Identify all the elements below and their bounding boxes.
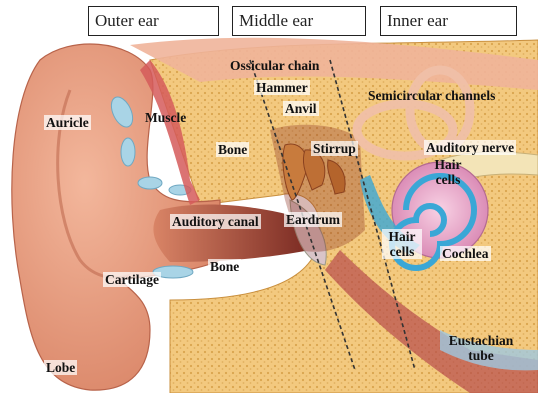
label-hammer: Hammer [254,80,310,95]
label-eustachian-tube: Eustachian tube [446,333,516,363]
middle-ear-header: Middle ear [232,6,366,36]
label-cartilage: Cartilage [103,272,161,287]
outer-ear-header: Outer ear [88,6,219,36]
label-anvil: Anvil [283,101,319,116]
label-bone-lower: Bone [208,259,241,274]
label-hair-cells-upper: Hair cells [430,157,466,187]
label-auditory-nerve: Auditory nerve [424,140,516,155]
label-ossicular-chain: Ossicular chain [230,58,319,73]
label-lobe: Lobe [44,360,77,375]
label-hair-cells-lower: Hair cells [382,229,422,259]
label-auditory-canal: Auditory canal [170,214,261,229]
label-auricle: Auricle [44,115,91,130]
label-stirrup: Stirrup [311,141,358,156]
inner-ear-header: Inner ear [380,6,517,36]
label-eardrum: Eardrum [284,212,342,227]
label-muscle: Muscle [145,110,186,125]
label-cochlea: Cochlea [440,246,491,261]
label-semicircular-channels: Semicircular channels [368,88,495,103]
label-bone-upper: Bone [216,142,249,157]
